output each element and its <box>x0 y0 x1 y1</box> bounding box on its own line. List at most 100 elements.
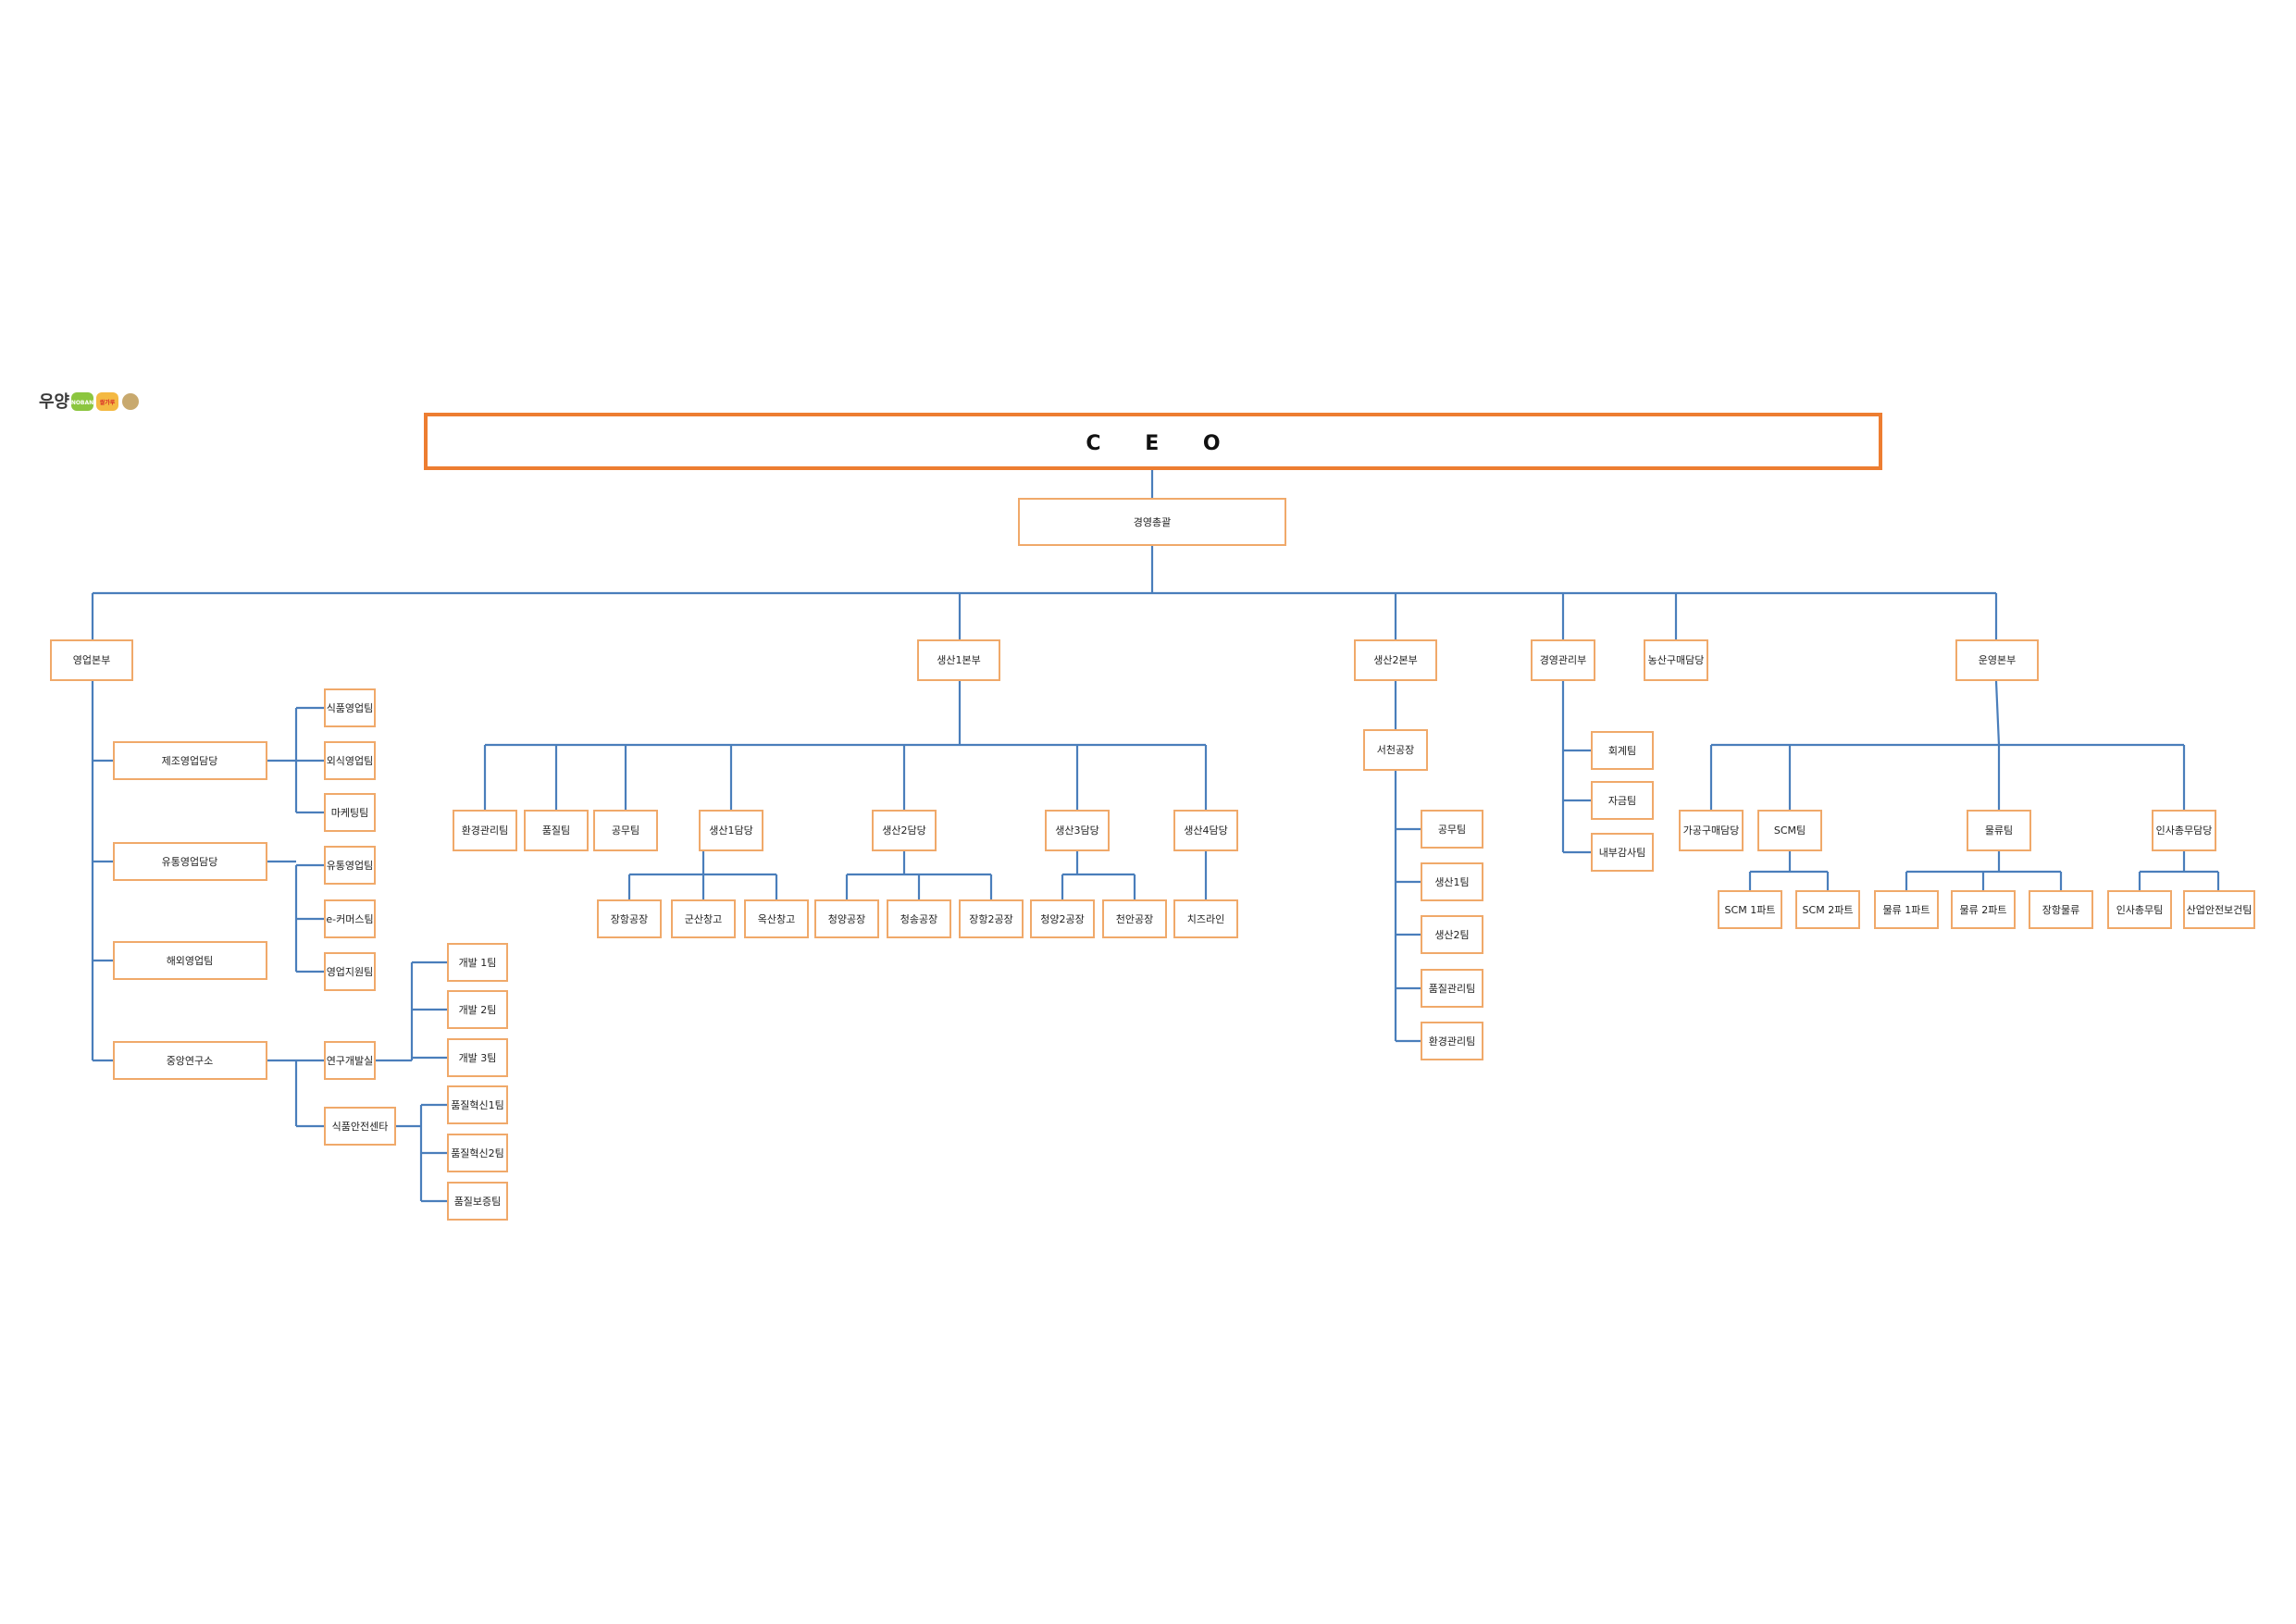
node-log2-label: 물류 2파트 <box>1960 904 2007 916</box>
node-log1-label: 물류 1파트 <box>1883 904 1930 916</box>
node-dist-sales: 유통영업담당 <box>113 842 267 881</box>
node-p2-cheongsong-label: 청송공장 <box>900 913 937 925</box>
node-p2-env: 환경관리팀 <box>1421 1022 1483 1060</box>
node-rnd: 연구개발실 <box>324 1041 376 1080</box>
node-p1-jangang: 장항공장 <box>597 899 662 938</box>
node-ops-hq: 운영본부 <box>1955 639 2039 681</box>
node-scm2-label: SCM 2파트 <box>1803 904 1854 916</box>
node-management-label: 경영총괄 <box>1134 516 1171 528</box>
node-research-center: 중앙연구소 <box>113 1041 267 1080</box>
node-p2-team2: 생산2팀 <box>1421 915 1483 954</box>
node-management: 경영총괄 <box>1018 498 1286 546</box>
node-ops-hq-label: 운영본부 <box>1979 654 2016 666</box>
node-mgmt-dept-label: 경영관리부 <box>1540 654 1587 666</box>
node-audit-label: 내부감사팀 <box>1599 847 1646 859</box>
node-mfg-sales: 제조영업담당 <box>113 741 267 780</box>
node-p4-cheese-label: 치즈라인 <box>1187 913 1224 925</box>
node-audit: 내부감사팀 <box>1591 833 1654 872</box>
node-p3-cheonan: 천안공장 <box>1102 899 1167 938</box>
node-p1-quality: 품질팀 <box>524 810 589 851</box>
node-ceo-label: C E O <box>1086 432 1238 455</box>
node-food-safety-label: 식품안전센타 <box>332 1121 389 1133</box>
node-log2: 물류 2파트 <box>1951 890 2016 929</box>
connector-lines <box>91 470 2220 1203</box>
node-scm1: SCM 1파트 <box>1718 890 1782 929</box>
node-p2-cheongsong: 청송공장 <box>887 899 951 938</box>
node-p2-jangang2-label: 장항2공장 <box>969 913 1012 925</box>
node-scm2: SCM 2파트 <box>1795 890 1860 929</box>
node-hr2: 산업안전보건팀 <box>2183 890 2255 929</box>
node-hr1-label: 인사총무팀 <box>2116 904 2164 916</box>
node-sales-support-label: 영업지원팀 <box>327 966 374 978</box>
node-dev1: 개발 1팀 <box>447 943 508 982</box>
node-agri-purchase-label: 농산구매담당 <box>1648 654 1705 666</box>
node-p1-works: 공무팀 <box>593 810 658 851</box>
node-food-sales-label: 식품영업팀 <box>327 702 374 714</box>
node-p1-p2: 생산2담당 <box>872 810 937 851</box>
node-ecommerce-label: e-커머스팀 <box>326 913 373 925</box>
node-dev3-label: 개발 3팀 <box>459 1052 497 1064</box>
node-p1-p1: 생산1담당 <box>699 810 763 851</box>
node-p2-works: 공무팀 <box>1421 810 1483 849</box>
node-overseas-sales-label: 해외영업팀 <box>167 954 214 967</box>
node-dist-sales-label: 유통영업담당 <box>162 856 218 868</box>
node-research-center-label: 중앙연구소 <box>167 1055 214 1067</box>
node-dev3: 개발 3팀 <box>447 1038 508 1077</box>
node-log1: 물류 1파트 <box>1874 890 1939 929</box>
node-ecommerce: e-커머스팀 <box>324 899 376 938</box>
node-seocheon-label: 서천공장 <box>1377 743 1414 756</box>
node-p3-cheongyang2-label: 청양2공장 <box>1040 913 1084 925</box>
node-sales-hq: 영업본부 <box>50 639 133 681</box>
node-marketing: 마케팅팀 <box>324 793 376 832</box>
node-food-sales: 식품영업팀 <box>324 688 376 727</box>
logo-badge-yellow <box>96 392 118 411</box>
node-prod1-hq: 생산1본부 <box>917 639 1000 681</box>
logo-seal-icon <box>122 393 139 410</box>
node-p3-cheonan-label: 천안공장 <box>1116 912 1153 925</box>
node-dev2: 개발 2팀 <box>447 990 508 1029</box>
node-p1-oksan: 옥산창고 <box>744 899 809 938</box>
node-qi2: 품질혁신2팀 <box>447 1134 508 1172</box>
node-processing: 가공구매담당 <box>1679 810 1744 851</box>
node-prod2-hq-label: 생산2본부 <box>1373 654 1417 666</box>
node-marketing-label: 마케팅팀 <box>331 807 368 819</box>
node-p2-works-label: 공무팀 <box>1438 824 1466 836</box>
node-rnd-label: 연구개발실 <box>327 1055 374 1067</box>
node-scm1-label: SCM 1파트 <box>1725 904 1776 916</box>
node-p4-cheese: 치즈라인 <box>1173 899 1238 938</box>
node-p2-qm: 품질관리팀 <box>1421 969 1483 1008</box>
node-p1-gunsan-label: 군산창고 <box>685 913 722 925</box>
company-logo: 우양 NOBAN 쌀가루 <box>39 392 139 412</box>
node-p2-team1-label: 생산1팀 <box>1434 876 1469 888</box>
node-p2-team2-label: 생산2팀 <box>1434 929 1469 941</box>
node-mfg-sales-label: 제조영업담당 <box>162 755 218 767</box>
node-logistics: 물류팀 <box>1967 810 2031 851</box>
node-qa: 품질보증팀 <box>447 1182 508 1221</box>
node-sales-support: 영업지원팀 <box>324 952 376 991</box>
node-p2-cheongyang: 청양공장 <box>814 899 879 938</box>
node-p1-p2-label: 생산2담당 <box>882 824 925 837</box>
node-overseas-sales: 해외영업팀 <box>113 941 267 980</box>
node-p1-gunsan: 군산창고 <box>671 899 736 938</box>
node-p2-qm-label: 품질관리팀 <box>1429 983 1476 995</box>
node-scm-label: SCM팀 <box>1774 824 1806 837</box>
node-hr1: 인사총무팀 <box>2107 890 2172 929</box>
node-p1-oksan-label: 옥산창고 <box>758 913 795 925</box>
node-p1-p1-label: 생산1담당 <box>709 824 752 837</box>
node-p1-works-label: 공무팀 <box>612 824 639 837</box>
node-dist-team: 유통영업팀 <box>324 846 376 885</box>
node-accounting: 회계팀 <box>1591 731 1654 770</box>
node-p1-p4-label: 생산4담당 <box>1184 824 1227 837</box>
node-sales-hq-label: 영업본부 <box>73 654 110 666</box>
node-p1-p3: 생산3담당 <box>1045 810 1110 851</box>
node-ceo: C E O <box>424 413 1882 470</box>
node-p1-p4: 생산4담당 <box>1173 810 1238 851</box>
node-hr: 인사총무담당 <box>2152 810 2216 851</box>
node-qi2-label: 품질혁신2팀 <box>451 1147 504 1159</box>
node-logistics-label: 물류팀 <box>1985 824 2013 837</box>
logo-badge-1-text: NOBAN <box>71 400 93 406</box>
node-prod1-hq-label: 생산1본부 <box>937 654 980 666</box>
node-p1-p3-label: 생산3담당 <box>1055 824 1098 837</box>
node-mgmt-dept: 경영관리부 <box>1531 639 1595 681</box>
